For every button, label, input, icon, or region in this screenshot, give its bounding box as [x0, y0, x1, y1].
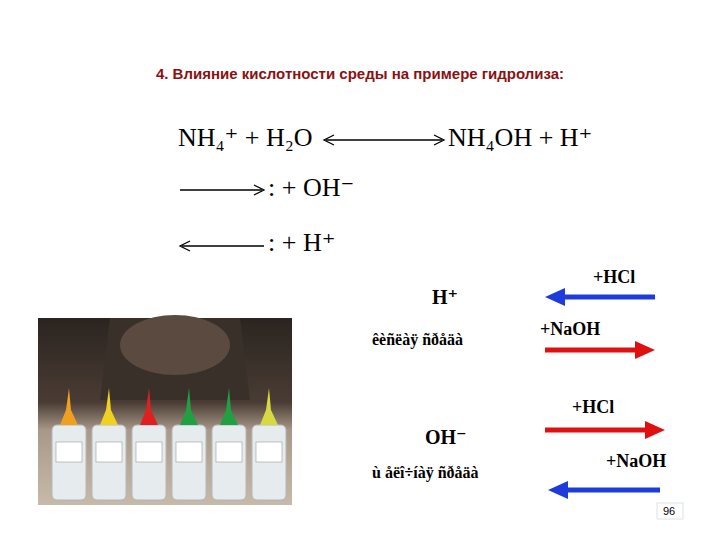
shift-arrow-right-red — [545, 341, 655, 359]
backward-arrow — [180, 241, 264, 251]
equation-left: NH₄⁺ + H₂O — [178, 124, 313, 153]
shift-arrow-left-blue — [545, 288, 655, 306]
ion-label: OH⁻ — [425, 426, 467, 448]
shift-arrow-right-red — [545, 421, 665, 439]
medium-label: ù åëî÷íàÿ ñðåäà — [372, 464, 479, 482]
forward-arrow — [180, 185, 264, 195]
equilibrium-arrow — [324, 135, 444, 145]
bottles-photo — [38, 315, 292, 505]
slide-title: 4. Влияние кислотности среды на примере … — [0, 66, 720, 83]
reagent-label: +HCl — [593, 268, 635, 288]
ion-label: H⁺ — [432, 286, 458, 308]
page-number-box — [657, 503, 683, 519]
equation-right: NH₄OH + H⁺ — [448, 124, 592, 153]
page-number: 96 — [663, 505, 675, 517]
reagent-label: +NaOH — [540, 320, 600, 340]
reagent-label: +NaOH — [606, 452, 666, 472]
medium-label: êèñëàÿ ñðåäà — [372, 331, 463, 349]
equation-shift: : + H⁺ — [268, 229, 335, 258]
shift-arrow-left-blue — [548, 481, 660, 499]
equation-shift: : + OH⁻ — [268, 174, 354, 203]
reagent-label: +HCl — [572, 398, 614, 418]
